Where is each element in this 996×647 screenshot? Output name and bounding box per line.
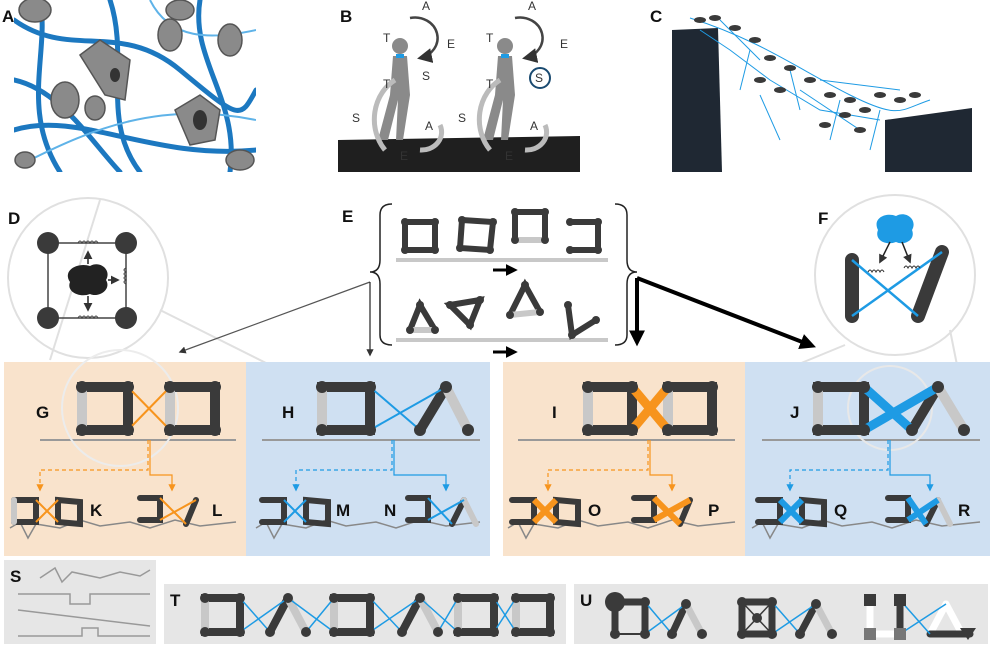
panel-j (812, 365, 970, 451)
cycle-label-t-3: T (486, 31, 494, 45)
panel-label-h: H (282, 403, 294, 422)
brain-icon (876, 214, 914, 244)
human-walker-icon (378, 38, 410, 140)
panel-label-m: M (336, 501, 350, 520)
panel-g (61, 349, 221, 467)
cycle-label-a-2: A (425, 119, 433, 133)
panel-label-a: A (2, 7, 14, 26)
panel-label-j: J (790, 403, 799, 422)
cycle-label-s-4: S (458, 111, 466, 125)
cycle-label-t-4: T (486, 77, 494, 91)
panel-t (164, 584, 566, 644)
panel-i (582, 381, 718, 436)
panel-u (574, 584, 988, 644)
panel-label-i: I (552, 403, 557, 422)
spring-icon (77, 240, 128, 320)
ant-bridge-icon (689, 17, 931, 151)
panel-label-f: F (818, 209, 828, 228)
panel-c (672, 15, 972, 172)
brain-icon (67, 264, 108, 296)
panel-label-e: E (342, 207, 353, 226)
cycle-label-a: A (422, 0, 430, 13)
bg-panel-i (503, 362, 745, 556)
panel-label-b: B (340, 7, 352, 26)
human-walker-icon (483, 38, 515, 140)
panel-label-c: C (650, 7, 662, 26)
panel-label-q: Q (834, 501, 847, 520)
cycle-label-a-4: A (530, 119, 538, 133)
cycle-label-a-3: A (528, 0, 536, 13)
cycle-label-e: E (447, 37, 455, 51)
panel-label-p: P (708, 501, 719, 520)
cycle-label-e-4: E (505, 149, 513, 163)
panel-label-l: L (212, 501, 222, 520)
panel-label-s: S (10, 567, 21, 586)
panel-label-k: K (90, 501, 103, 520)
panel-label-u: U (580, 591, 592, 610)
ground-block (338, 136, 580, 172)
panel-d (7, 197, 301, 381)
panel-label-r: R (958, 501, 970, 520)
arrow-icon (178, 281, 371, 354)
cycle-label-e-2: E (400, 149, 408, 163)
cycle-label-s-2: S (352, 111, 360, 125)
panel-s (4, 560, 156, 644)
panel-label-t: T (170, 591, 181, 610)
cycle-label-s: S (422, 69, 430, 83)
cycle-label-t-2: T (383, 77, 391, 91)
cycle-label-s-3: S (535, 71, 543, 85)
panel-f (759, 194, 976, 381)
cycle-label-e-3: E (560, 37, 568, 51)
panel-label-n: N (384, 501, 396, 520)
panel-a (14, 0, 256, 172)
panel-label-o: O (588, 501, 601, 520)
spring-icon (867, 265, 921, 274)
panel-h (316, 381, 474, 436)
panel-e (369, 203, 638, 358)
panel-label-g: G (36, 403, 49, 422)
panel-b: A E S T T S A E A E S T T S A E (338, 0, 580, 172)
panel-label-d: D (8, 209, 20, 228)
arrow-icon (636, 276, 816, 349)
cycle-label-t: T (383, 31, 391, 45)
